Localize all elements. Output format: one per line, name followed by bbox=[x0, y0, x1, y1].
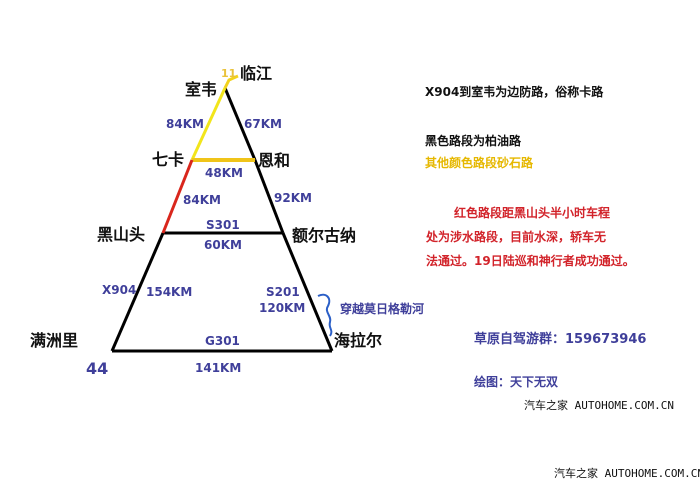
road-shiwei-linjiang bbox=[223, 74, 239, 89]
distance-label: 67KM bbox=[244, 117, 282, 131]
road-qika-heishantou bbox=[161, 159, 194, 234]
river-icon bbox=[317, 293, 333, 337]
note-red-line2: 处为涉水路段，目前水深，轿车无 bbox=[426, 230, 607, 244]
road-shiwei-enhe bbox=[223, 87, 257, 161]
distance-label: 84KM bbox=[183, 193, 221, 207]
place-linjiang: 临江 bbox=[240, 64, 272, 83]
road-code-label: S201 bbox=[266, 285, 300, 299]
road-code-label: G301 bbox=[205, 334, 240, 348]
watermark: 汽车之家 AUTOHOME.COM.CN bbox=[524, 399, 674, 412]
note-red-line3: 法通过。19日陆巡和神行者成功通过。 bbox=[426, 254, 635, 268]
place-enhe: 恩和 bbox=[258, 151, 290, 170]
distance-label: 141KM bbox=[195, 361, 241, 375]
distance-label: 48KM bbox=[205, 166, 243, 180]
road-code-label: X904 bbox=[102, 283, 136, 297]
note-other-road: 其他颜色路段砂石路 bbox=[425, 156, 534, 170]
corner-number: 44 bbox=[86, 359, 108, 378]
author-credit: 绘图：天下无双 bbox=[474, 375, 559, 389]
river-label: 穿越莫日格勒河 bbox=[340, 301, 424, 316]
distance-label: 120KM bbox=[259, 301, 305, 315]
road-enhe-eerguna bbox=[253, 159, 285, 234]
note-red-line1: 红色路段距黑山头半小时车程 bbox=[454, 206, 611, 220]
place-manzhouli: 满洲里 bbox=[30, 331, 78, 350]
place-eerguna: 额尔古纳 bbox=[292, 226, 356, 245]
linjiang-number: 11 bbox=[221, 67, 236, 80]
road-code-label: S301 bbox=[206, 218, 240, 232]
place-shiwei: 室韦 bbox=[185, 80, 217, 99]
watermark: 汽车之家 AUTOHOME.COM.CN bbox=[554, 467, 700, 480]
road-eerguna-hailaer bbox=[281, 232, 334, 352]
distance-label: 92KM bbox=[274, 191, 312, 205]
road-shiwei-qika bbox=[190, 87, 227, 161]
qq-group: 草原自驾游群：159673946 bbox=[474, 332, 647, 347]
distance-label: 154KM bbox=[146, 285, 192, 299]
road-manzhouli-heishantou bbox=[110, 232, 165, 352]
place-heishantou: 黑山头 bbox=[97, 225, 145, 244]
note-black-road: 黑色路段为柏油路 bbox=[425, 134, 522, 148]
distance-label: 60KM bbox=[204, 238, 242, 252]
place-hailaer: 海拉尔 bbox=[334, 331, 382, 350]
note-border-road: X904到室韦为边防路，俗称卡路 bbox=[425, 85, 604, 99]
place-qika: 七卡 bbox=[152, 150, 184, 169]
distance-label: 84KM bbox=[166, 117, 204, 131]
